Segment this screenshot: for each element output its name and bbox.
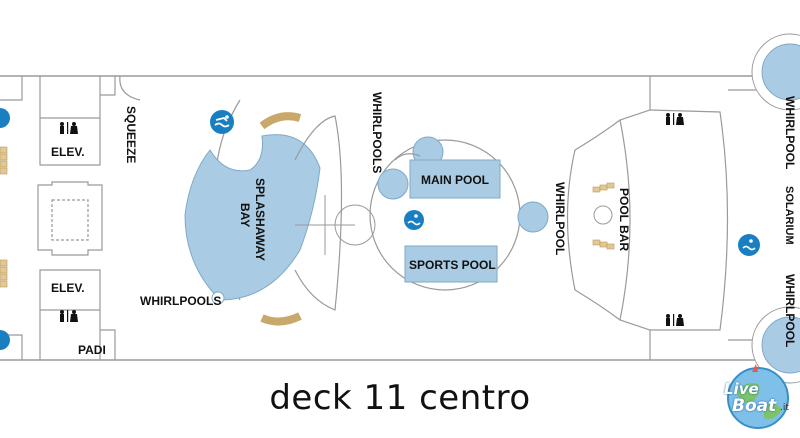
swimmer-icon <box>0 108 760 350</box>
label-bay: BAY <box>238 203 252 227</box>
label-elev-top: ELEV. <box>51 145 85 159</box>
label-splashaway: SPLASHAWAY <box>253 178 267 261</box>
globe-icon <box>727 364 789 429</box>
label-whirlpool-center: WHIRLPOOL <box>553 182 567 255</box>
central-pool-area <box>369 136 549 291</box>
label-padi: PADI <box>78 343 106 357</box>
label-whirlpools-left: WHIRLPOOLS <box>140 294 221 308</box>
logo-suffix: .it <box>780 403 789 413</box>
label-elev-bottom: ELEV. <box>51 281 85 295</box>
left-structure <box>0 75 141 360</box>
logo-line1: Live <box>724 380 759 398</box>
right-whirlpools <box>751 33 800 384</box>
label-main-pool: MAIN POOL <box>421 173 489 187</box>
label-squeeze: SQUEEZE <box>124 106 138 163</box>
label-whirlpools-center: WHIRLPOOLS <box>370 92 384 173</box>
hull-outline <box>0 75 760 361</box>
label-pool-bar: POOL BAR <box>617 188 631 251</box>
label-whirlpool-right-bottom: WHIRLPOOL <box>783 274 797 347</box>
label-sports-pool: SPORTS POOL <box>409 258 496 272</box>
label-whirlpool-right-top: WHIRLPOOL <box>783 96 797 169</box>
deck-title: deck 11 centro <box>269 378 531 418</box>
liveboat-logo: Live Boat .it <box>722 362 796 430</box>
restroom-icon <box>60 113 684 326</box>
splashaway-bay <box>184 99 376 326</box>
pool-bar-area <box>566 76 760 360</box>
label-solarium-fragment: SOLARIUM <box>783 186 795 245</box>
logo-line2: Boat <box>732 396 777 416</box>
